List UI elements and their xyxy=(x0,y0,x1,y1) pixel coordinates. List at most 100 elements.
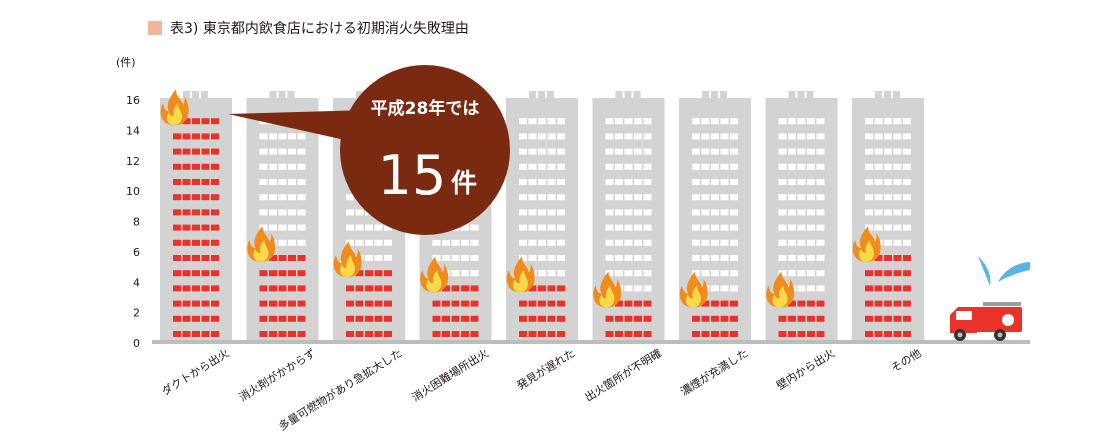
window xyxy=(634,239,642,246)
bar-segment xyxy=(288,315,296,322)
roof-block xyxy=(287,91,295,98)
window xyxy=(442,239,450,246)
window xyxy=(778,148,787,155)
roof-block xyxy=(788,91,796,98)
window xyxy=(903,179,911,185)
window xyxy=(346,194,354,201)
window xyxy=(432,239,441,246)
water-spray xyxy=(998,262,1030,282)
bar-segment xyxy=(182,285,191,292)
bar-segment xyxy=(201,224,210,231)
bar-segment xyxy=(874,270,883,277)
bar-segment xyxy=(893,285,902,292)
bar-segment xyxy=(893,300,902,307)
y-axis-unit-label: (件) xyxy=(116,56,136,69)
y-tick-label: 0 xyxy=(133,337,140,350)
flame-icon xyxy=(766,271,795,308)
y-tick-label: 14 xyxy=(126,124,140,137)
window xyxy=(797,285,806,292)
bar-segment xyxy=(355,315,364,322)
bar-segment xyxy=(365,285,373,292)
window xyxy=(884,118,892,125)
window xyxy=(797,133,806,140)
window xyxy=(519,209,527,216)
bar-segment xyxy=(355,285,364,292)
title-legend-swatch xyxy=(148,21,162,35)
window xyxy=(711,148,719,155)
bar-segment xyxy=(384,270,392,277)
window xyxy=(451,255,460,261)
bar-segment xyxy=(211,194,219,201)
window xyxy=(720,255,729,261)
bar-segment xyxy=(192,300,200,307)
bar-segment xyxy=(182,133,191,140)
window xyxy=(884,179,892,185)
window xyxy=(297,163,306,170)
window xyxy=(269,133,277,140)
window xyxy=(615,163,623,170)
window xyxy=(547,163,556,170)
bar-segment xyxy=(182,163,191,170)
bar-segment xyxy=(211,209,219,216)
callout-circle xyxy=(340,65,510,235)
y-tick-label: 16 xyxy=(126,94,140,107)
window xyxy=(711,285,719,292)
bar-segment xyxy=(711,315,719,322)
bar-segment xyxy=(173,300,181,307)
bar-segment xyxy=(173,209,181,216)
bar-segment xyxy=(374,270,383,277)
flame-icon xyxy=(593,271,622,308)
bar-segment xyxy=(519,315,527,322)
bar-segment xyxy=(355,300,364,307)
bar-segment xyxy=(720,315,729,322)
bar-segment xyxy=(528,331,537,337)
bar-segment xyxy=(365,315,373,322)
bar-segment xyxy=(903,315,911,322)
window xyxy=(788,255,796,261)
bar-segment xyxy=(557,300,565,307)
window xyxy=(374,239,383,246)
window xyxy=(711,239,719,246)
window xyxy=(778,133,787,140)
bar-segment xyxy=(461,300,469,307)
bar-segment xyxy=(874,300,883,307)
window xyxy=(634,163,642,170)
bar-segment xyxy=(269,285,277,292)
bar-segment xyxy=(288,300,296,307)
window xyxy=(701,209,710,216)
window xyxy=(865,224,873,231)
window xyxy=(807,179,815,185)
window xyxy=(288,239,296,246)
window xyxy=(355,224,364,231)
window xyxy=(297,209,306,216)
bar-segment xyxy=(182,148,191,155)
window xyxy=(288,179,296,185)
window xyxy=(547,270,556,277)
window xyxy=(547,239,556,246)
window xyxy=(788,163,796,170)
window xyxy=(816,148,825,155)
window xyxy=(643,194,652,201)
bar-segment xyxy=(519,300,527,307)
window xyxy=(355,239,364,246)
window xyxy=(893,118,902,125)
window xyxy=(701,255,710,261)
window xyxy=(624,255,633,261)
window xyxy=(643,118,652,125)
bar-segment xyxy=(701,315,710,322)
bar-segment xyxy=(192,163,200,170)
window xyxy=(384,239,392,246)
flame-icon xyxy=(852,225,881,262)
bar-segment xyxy=(519,331,527,337)
window xyxy=(605,224,614,231)
window xyxy=(903,118,911,125)
window xyxy=(692,163,700,170)
window xyxy=(711,163,719,170)
roof-block xyxy=(547,91,554,98)
window xyxy=(730,148,738,155)
window xyxy=(624,148,633,155)
window xyxy=(711,209,719,216)
bar-segment xyxy=(192,255,200,261)
window xyxy=(720,285,729,292)
bar-segment xyxy=(701,331,710,337)
